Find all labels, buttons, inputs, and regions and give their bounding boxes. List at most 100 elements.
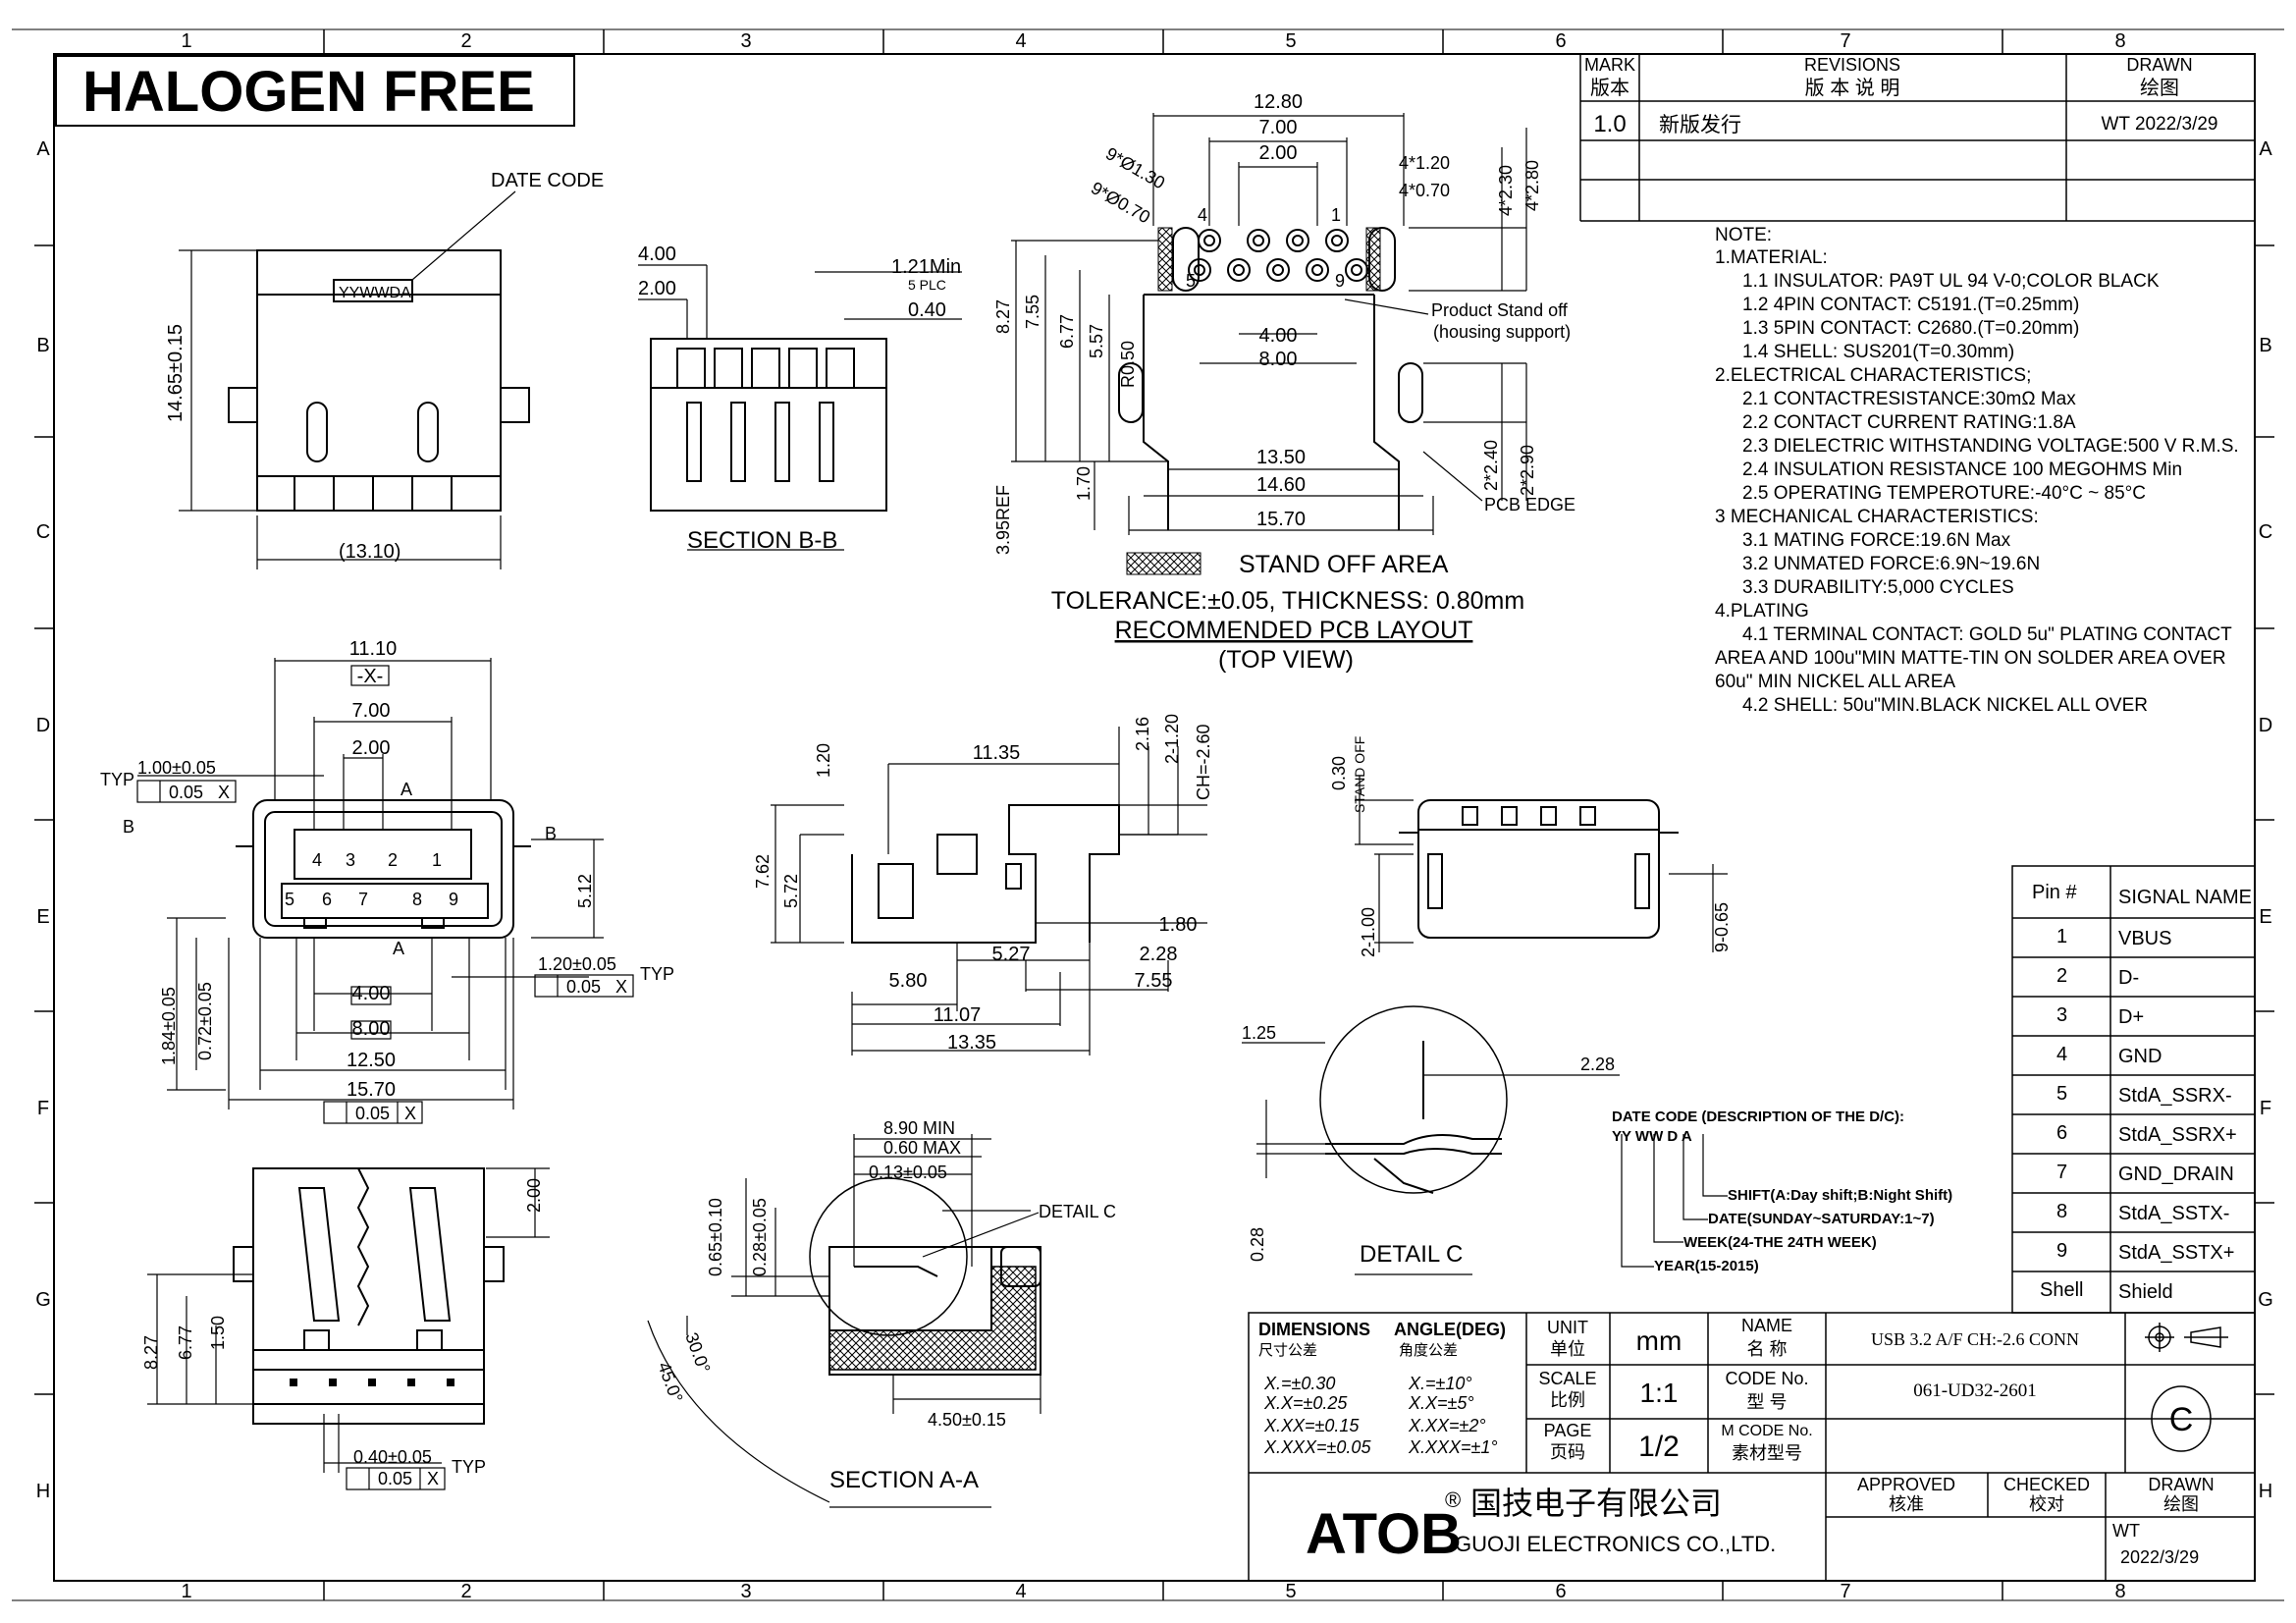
- rear-view: 0.30 STAND OFF 2-1.00 9-0.65: [1329, 736, 1732, 957]
- pcb-tolerance: TOLERANCE:±0.05, THICKNESS: 0.80mm: [1051, 587, 1524, 615]
- row-label-a: A: [36, 138, 50, 160]
- tb-tol-lin-1: X.X=±0.25: [1263, 1393, 1348, 1413]
- date-code-shift: SHIFT(A:Day shift;B:Night Shift): [1728, 1187, 1952, 1204]
- rev-drawn-cn: 绘图: [2140, 77, 2179, 99]
- pin-row-1-pin: 1: [2056, 926, 2067, 947]
- stand-off-area-left: [1157, 227, 1173, 292]
- side-dim-755: 7.55: [1135, 970, 1173, 992]
- tb-scale-val: 1:1: [1640, 1378, 1679, 1408]
- mf-dim-100: 1.00±0.05: [137, 758, 216, 778]
- bottom-dim-040: 0.40±0.05: [353, 1447, 432, 1467]
- pcb-dim-1460: 14.60: [1256, 474, 1306, 496]
- projection-symbol-icon: [2145, 1323, 2228, 1352]
- tb-drawn-en: DRAWN: [2148, 1475, 2214, 1494]
- mf-tol-1: 0.05: [169, 783, 203, 802]
- tb-name-cn: 名 称: [1746, 1339, 1787, 1359]
- mf-dim-800: 8.00: [352, 1018, 391, 1040]
- note-line-15: 3.3 DURABILITY:5,000 CYCLES: [1742, 577, 2014, 598]
- pin-row-shell-pin: Shell: [2040, 1279, 2083, 1301]
- pcb-dim-2x290: 2*2.90: [1518, 445, 1537, 496]
- pcb-pin-9: 9: [1335, 271, 1345, 291]
- pin-row-3-pin: 3: [2056, 1004, 2067, 1026]
- detail-c: 1.25 2.28 0.28 DETAIL C: [1242, 1005, 1620, 1275]
- mf-dim-120: 1.20±0.05: [538, 954, 616, 974]
- tb-mcode-en: M CODE No.: [1721, 1423, 1812, 1439]
- mf-label-a-bottom: A: [393, 939, 404, 958]
- pcb-dim-r050: R0.50: [1118, 341, 1138, 388]
- mf-pin-2: 2: [388, 850, 398, 870]
- front-view: DATE CODE YYWWDA 14.65±0.15 (13.10): [165, 170, 604, 569]
- col-label-4b: 4: [1015, 1581, 1026, 1602]
- tb-drawn-cn: 绘图: [2163, 1494, 2199, 1514]
- mf-typ-1: TYP: [100, 770, 134, 789]
- pcb-pin-1: 1: [1331, 205, 1341, 225]
- halogen-free-box: HALOGEN FREE: [55, 55, 575, 127]
- rev-row-desc: 新版发行: [1659, 114, 1741, 136]
- rear-dim-030: 0.30: [1329, 756, 1349, 790]
- side-dim-120: 1.20: [814, 743, 833, 778]
- detail-c-dim-228: 2.28: [1580, 1055, 1615, 1074]
- note-line-18: AREA AND 100u"MIN MATTE-TIN ON SOLDER AR…: [1715, 648, 2226, 669]
- row-label-h-r: H: [2259, 1481, 2272, 1502]
- rear-dim-2x100: 2-1.00: [1359, 907, 1378, 957]
- note-line-12: 3 MECHANICAL CHARACTERISTICS:: [1715, 507, 2039, 527]
- tb-scale-en: SCALE: [1538, 1369, 1596, 1388]
- tb-code-cn: 型 号: [1746, 1392, 1787, 1412]
- col-label-3: 3: [740, 30, 751, 52]
- tb-tol-ang-1: X.X=±5°: [1408, 1393, 1474, 1413]
- date-code-description: DATE CODE (DESCRIPTION OF THE D/C): YY W…: [1612, 1109, 1952, 1274]
- tb-tol-ang-0: X.=±10°: [1408, 1374, 1472, 1393]
- pcb-dim-827: 8.27: [993, 299, 1013, 334]
- pin-row-2-pin: 2: [2056, 965, 2067, 987]
- pin-row-8-pin: 8: [2056, 1201, 2067, 1222]
- mf-pin-5: 5: [285, 890, 294, 909]
- note-line-4: 1.3 5PIN CONTACT: C2680.(T=0.20mm): [1742, 318, 2079, 339]
- company-logo-reg: ®: [1445, 1488, 1461, 1512]
- note-line-2: 1.1 INSULATOR: PA9T UL 94 V-0;COLOR BLAC…: [1742, 271, 2160, 292]
- pin-row-7-pin: 7: [2056, 1162, 2067, 1183]
- date-code-date: DATE(SUNDAY~SATURDAY:1~7): [1708, 1211, 1935, 1227]
- pcb-layout-title: RECOMMENDED PCB LAYOUT: [1115, 617, 1473, 644]
- detail-c-dim-125: 1.25: [1242, 1023, 1276, 1043]
- note-line-13: 3.1 MATING FORCE:19.6N Max: [1742, 530, 2011, 551]
- detail-c-dim-028: 0.28: [1248, 1227, 1267, 1262]
- mf-x-3: X: [404, 1104, 416, 1123]
- bottom-dim-827: 8.27: [141, 1335, 161, 1370]
- bottom-typ: TYP: [452, 1457, 486, 1477]
- mf-x-1: X: [218, 783, 230, 802]
- tb-code-val: 061-UD32-2601: [1913, 1380, 2037, 1401]
- side-dim-ch260: CH=-2.60: [1194, 724, 1213, 800]
- pcb-dim-4x230: 4*2.30: [1496, 165, 1516, 216]
- pin-row-shell-signal: Shield: [2118, 1281, 2173, 1303]
- date-code-callout: DATE CODE: [491, 170, 604, 191]
- note-line-7: 2.1 CONTACTRESISTANCE:30mΩ Max: [1742, 389, 2076, 409]
- aa-dim-450: 4.50±0.15: [928, 1410, 1006, 1430]
- rev-row-mark: 1.0: [1593, 111, 1626, 137]
- mf-tol-3: 0.05: [355, 1104, 390, 1123]
- pin-row-1-signal: VBUS: [2118, 928, 2171, 949]
- aa-dim-30deg: 30.0°: [681, 1330, 714, 1377]
- company-name-cn: 国技电子有限公司: [1470, 1486, 1722, 1521]
- bottom-x: X: [427, 1469, 439, 1488]
- pin-row-6-signal: StdA_SSRX+: [2118, 1124, 2237, 1146]
- note-line-10: 2.4 INSULATION RESISTANCE 100 MEGOHMS Mi…: [1742, 460, 2182, 480]
- note-line-3: 1.2 4PIN CONTACT: C5191.(T=0.25mm): [1742, 295, 2079, 315]
- tb-angle-en: ANGLE(DEG): [1394, 1320, 1506, 1339]
- row-label-a-r: A: [2259, 138, 2272, 160]
- pin-row-7-signal: GND_DRAIN: [2118, 1163, 2234, 1185]
- side-dim-572: 5.72: [781, 874, 801, 908]
- note-line-19: 60u" MIN NICKEL ALL AREA: [1715, 672, 1955, 692]
- row-label-b-r: B: [2259, 335, 2271, 356]
- row-label-c: C: [36, 521, 50, 543]
- side-dim-1135: 11.35: [973, 742, 1021, 764]
- mf-dim-1250: 12.50: [347, 1050, 396, 1071]
- rear-dim-9x065: 9-0.65: [1712, 902, 1732, 952]
- pin-row-9-pin: 9: [2056, 1240, 2067, 1262]
- side-dim-2x120: 2-1.20: [1162, 714, 1182, 764]
- tb-page-val: 1/2: [1638, 1431, 1680, 1463]
- aa-dim-065: 0.65±0.10: [706, 1198, 725, 1276]
- date-code-desc-title: DATE CODE (DESCRIPTION OF THE D/C):: [1612, 1109, 1904, 1125]
- row-label-f: F: [37, 1098, 49, 1119]
- note-line-6: 2.ELECTRICAL CHARACTERISTICS;: [1715, 365, 2031, 386]
